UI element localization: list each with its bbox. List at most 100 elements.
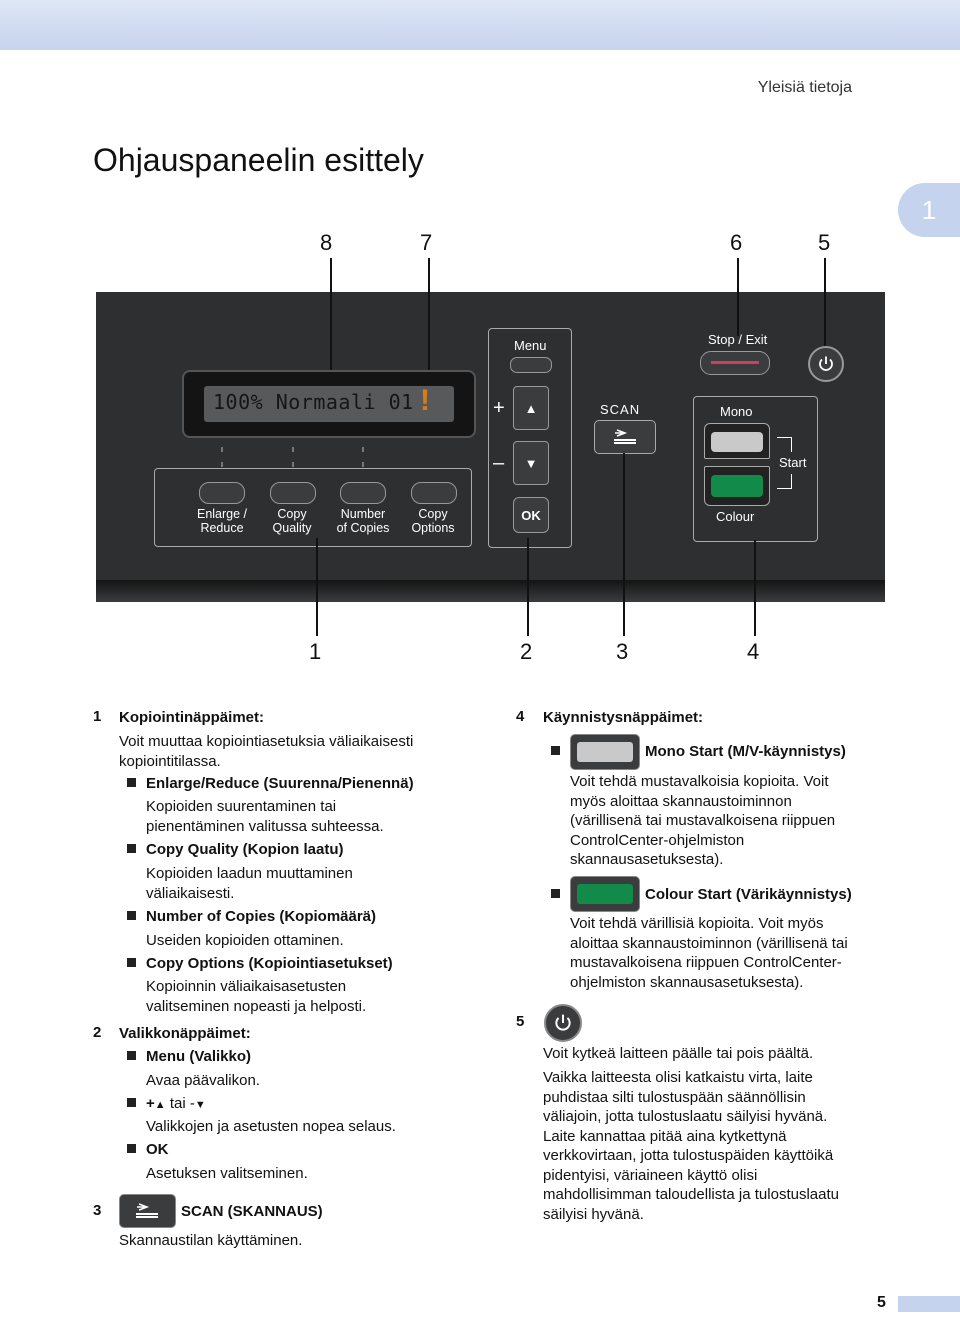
colour-start-button[interactable]	[704, 466, 770, 506]
bullet-ok: OK	[127, 1140, 169, 1160]
start-label: Start	[779, 455, 807, 470]
callout-line-5	[824, 258, 826, 346]
menu-label: Menu	[514, 338, 547, 353]
callout-7: 7	[420, 230, 433, 255]
ok-button[interactable]: OK	[513, 497, 549, 533]
callout-line-8	[330, 258, 332, 384]
enlarge-reduce-button[interactable]	[199, 482, 245, 504]
bullet-desc: Avaa päävalikon.	[146, 1072, 260, 1089]
menu-keys-group	[488, 328, 572, 548]
callout-line-6	[737, 258, 739, 336]
up-arrow-button[interactable]: ▲	[513, 386, 549, 430]
number-of-copies-button[interactable]	[340, 482, 386, 504]
stop-exit-button[interactable]	[700, 351, 770, 375]
item-number-1: 1	[93, 708, 102, 725]
bullet-copy-options: Copy Options (Kopiointiasetukset)	[127, 954, 393, 974]
item-desc-1: Voit muuttaa kopiointiasetuksia väliaika…	[119, 733, 414, 770]
colour-label: Colour	[716, 509, 755, 524]
indicator-dot	[292, 462, 294, 467]
indicator-dot	[362, 447, 364, 452]
bullet-square	[551, 889, 560, 898]
callout-6: 6	[730, 230, 743, 255]
item-number-2: 2	[93, 1024, 102, 1041]
section-header: Yleisiä tietoja	[757, 79, 852, 96]
mono-start-key-image	[570, 734, 640, 770]
plus-label: +	[493, 397, 505, 419]
up-triangle-icon: ▲	[154, 1099, 166, 1111]
mono-start-desc: Voit tehdä mustavalkoisia kopioita. Voit…	[570, 773, 836, 868]
bullet-colour	[551, 885, 570, 905]
callout-4: 4	[747, 639, 760, 664]
scan-button[interactable]	[594, 420, 656, 454]
callout-line-4	[754, 540, 756, 636]
callout-1: 1	[309, 639, 322, 664]
bullet-desc: Useiden kopioiden ottaminen.	[146, 932, 344, 949]
item-desc-3: Skannaustilan käyttäminen.	[119, 1232, 303, 1249]
item-desc-5-detail: Vaikka laitteesta olisi katkaistu virta,…	[543, 1069, 839, 1223]
bullet-square	[127, 1051, 136, 1060]
minus-label: –	[493, 452, 505, 474]
stop-exit-label: Stop / Exit	[708, 332, 768, 347]
mono-start-button[interactable]	[704, 423, 770, 459]
page-number: 5	[877, 1294, 886, 1311]
bullet-square	[127, 1144, 136, 1153]
item-number-3: 3	[93, 1202, 102, 1219]
bullet-up-down: +▲ tai -▼	[127, 1094, 206, 1116]
page-title: Ohjauspaneelin esittely	[93, 142, 424, 178]
bullet-square	[127, 911, 136, 920]
scan-key-image	[119, 1194, 176, 1228]
panel-edge	[96, 580, 885, 602]
chapter-tab: 1	[898, 183, 960, 237]
bullet-square	[551, 746, 560, 755]
lcd-text: 100% Normaali 01	[213, 390, 414, 414]
callout-3: 3	[616, 639, 629, 664]
item-title-2: Valikkonäppäimet:	[119, 1025, 251, 1042]
power-icon	[819, 356, 833, 371]
item-title-3: SCAN (SKANNAUS)	[181, 1203, 323, 1220]
item-title-4: Käynnistysnäppäimet:	[543, 709, 704, 726]
start-bracket-top	[777, 437, 792, 452]
callout-line-1	[316, 538, 318, 636]
scan-label: SCAN	[600, 402, 641, 417]
down-arrow-button[interactable]: ▼	[513, 441, 549, 485]
indicator-dot	[221, 447, 223, 452]
bullet-square	[127, 958, 136, 967]
callout-8: 8	[320, 230, 333, 255]
bullet-menu: Menu (Valikko)	[127, 1047, 251, 1067]
colour-start-key-image	[570, 876, 640, 912]
start-bracket-bottom	[777, 474, 792, 489]
bullet-desc: Valikkojen ja asetusten nopea selaus.	[146, 1118, 396, 1135]
lcd-display	[204, 386, 454, 422]
power-button[interactable]	[808, 346, 844, 382]
copy-options-button[interactable]	[411, 482, 457, 504]
callout-line-2	[527, 538, 529, 636]
footer-bar	[898, 1296, 960, 1312]
mono-start-title: Mono Start (M/V-käynnistys)	[645, 743, 846, 760]
indicator-dot	[362, 462, 364, 467]
copy-quality-button[interactable]	[270, 482, 316, 504]
callout-5: 5	[818, 230, 831, 255]
down-triangle-icon: ▼	[194, 1099, 206, 1111]
control-panel-illustration: 8 7 6 5 100% Normaali 01 ! Enlarge /Redu…	[96, 230, 885, 664]
scan-icon	[136, 1203, 158, 1218]
callout-line-7	[428, 258, 430, 384]
bullet-square	[127, 778, 136, 787]
bullet-enlarge-reduce: Enlarge/Reduce (Suurenna/Pienennä)	[127, 774, 414, 794]
colour-start-title: Colour Start (Värikäynnistys)	[645, 886, 852, 903]
bullet-square	[127, 1098, 136, 1107]
item-title-1: Kopiointinäppäimet:	[119, 709, 264, 726]
item-desc-5: Voit kytkeä laitteen päälle tai pois pää…	[543, 1045, 814, 1062]
item-number-4: 4	[516, 708, 525, 725]
menu-button[interactable]	[510, 357, 552, 373]
bullet-square	[127, 844, 136, 853]
callout-line-3	[623, 453, 625, 636]
power-key-image	[544, 1004, 582, 1042]
indicator-dot	[292, 447, 294, 452]
mono-label: Mono	[720, 404, 753, 419]
